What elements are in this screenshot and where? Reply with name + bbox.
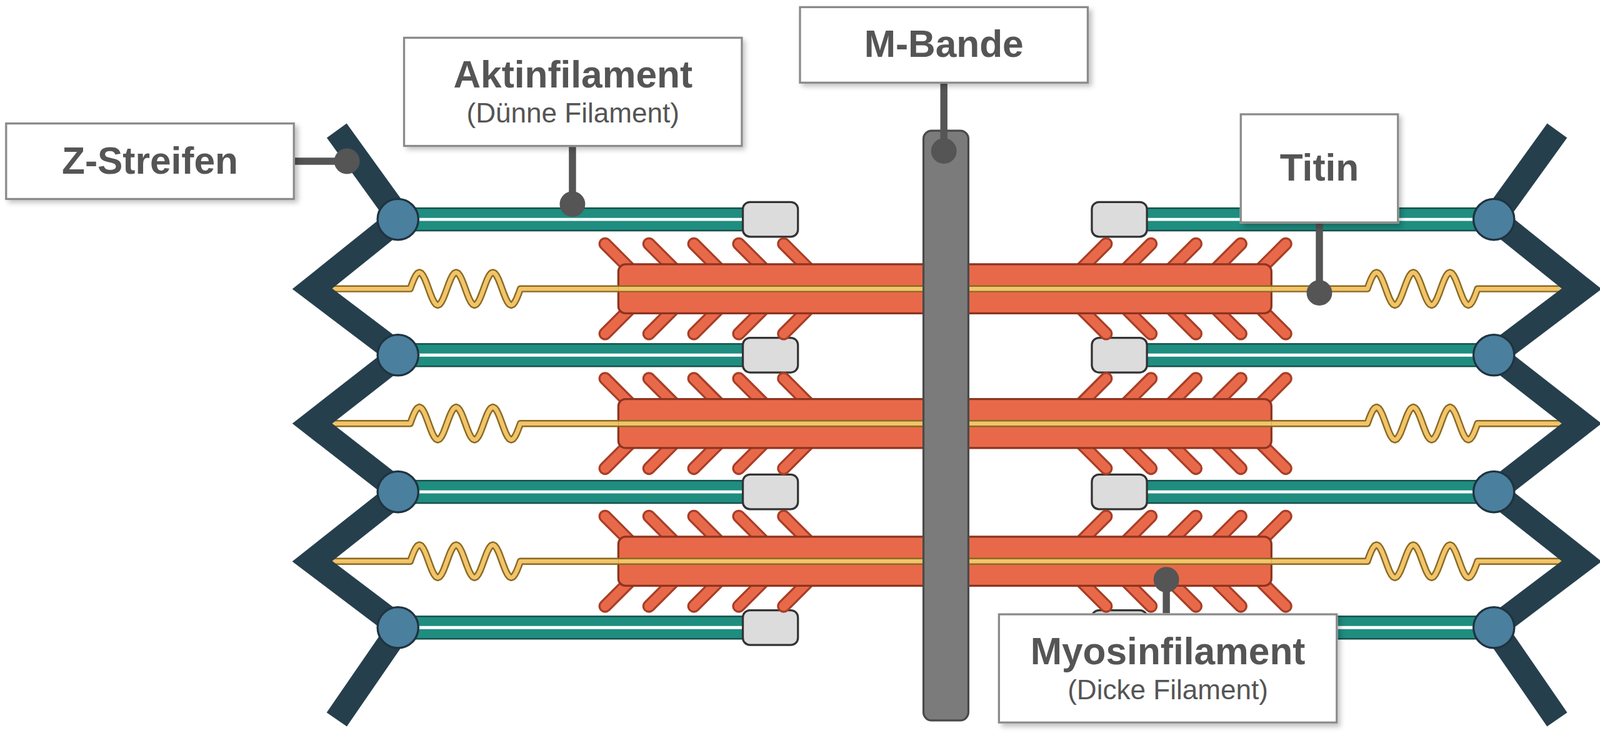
callout-title: Z-Streifen xyxy=(61,139,239,183)
titin-strand xyxy=(951,559,1272,564)
leader-dot xyxy=(335,148,360,174)
actin-cap xyxy=(743,338,799,374)
titin-outline xyxy=(618,285,937,292)
titin-outline xyxy=(951,285,1272,292)
z-anchor xyxy=(377,335,419,376)
titin-strand xyxy=(618,559,937,564)
actin-strand-gap xyxy=(1137,353,1495,357)
actin-filament xyxy=(400,616,752,639)
z-anchor xyxy=(1473,471,1515,512)
leader-lines xyxy=(293,82,1332,614)
actin-filament xyxy=(1137,480,1495,504)
titin-outline xyxy=(951,420,1272,427)
titin-strand xyxy=(618,421,937,426)
actin-strand-gap xyxy=(400,353,752,357)
titin-outline xyxy=(1271,545,1562,578)
callout-title: Titin xyxy=(1280,146,1359,190)
titin-strand xyxy=(326,545,619,578)
titin-outline xyxy=(326,407,619,440)
z-anchor xyxy=(1473,607,1515,649)
actin-cap xyxy=(1091,474,1147,510)
actin-filament xyxy=(400,343,752,367)
actin-cap xyxy=(743,201,799,237)
titin-label: Titin xyxy=(1240,113,1400,224)
titin-strand xyxy=(326,272,619,305)
callout-title: M-Bande xyxy=(864,23,1024,67)
actin-cap xyxy=(1091,338,1147,374)
titin-outline xyxy=(1271,272,1562,305)
titin-strand xyxy=(1271,545,1562,578)
callout-subtitle: (Dünne Filament) xyxy=(466,96,680,130)
titin-strand xyxy=(951,286,1272,292)
callout-title: Aktinfilament xyxy=(453,53,693,97)
titin-strand xyxy=(1271,272,1562,305)
myosin-label: Myosinfilament(Dicke Filament) xyxy=(998,613,1339,724)
leader-dot xyxy=(1306,280,1332,305)
z-disc-label: Z-Streifen xyxy=(5,122,295,200)
actin-strand-gap xyxy=(400,490,752,494)
z-anchor xyxy=(1473,335,1515,376)
z-anchor xyxy=(377,607,419,649)
titin-strand xyxy=(618,286,937,292)
z-anchor xyxy=(377,471,419,512)
leader-dot xyxy=(1154,567,1179,592)
titin-outline xyxy=(618,557,937,565)
actin-strand-gap xyxy=(400,218,752,222)
titin-outline xyxy=(326,545,619,578)
titin-outline xyxy=(618,420,937,427)
actin-filament xyxy=(1137,343,1495,367)
z-anchor xyxy=(1473,198,1515,240)
titin-strand xyxy=(951,421,1272,426)
leader-dot xyxy=(931,138,957,164)
titin-outline xyxy=(326,272,619,305)
leader-dot xyxy=(560,191,585,217)
z-anchors xyxy=(377,198,1515,649)
titin-outline xyxy=(951,557,1272,565)
callout-title: Myosinfilament xyxy=(1030,630,1306,674)
actin-cap xyxy=(743,474,799,510)
z-anchor xyxy=(377,198,419,240)
actin-cap xyxy=(743,610,799,646)
m-band xyxy=(923,130,969,721)
actin-strand-gap xyxy=(1137,490,1495,494)
titin-strand xyxy=(1271,407,1562,440)
titin-outline xyxy=(1271,407,1562,440)
actin-strand-gap xyxy=(400,626,752,630)
callout-subtitle: (Dicke Filament) xyxy=(1067,673,1269,707)
actin-cap xyxy=(1091,201,1147,237)
m-band-label: M-Bande xyxy=(798,6,1089,84)
titin-strand xyxy=(326,407,619,440)
actin-filament xyxy=(400,480,752,504)
actin-label: Aktinfilament(Dünne Filament) xyxy=(403,36,744,147)
